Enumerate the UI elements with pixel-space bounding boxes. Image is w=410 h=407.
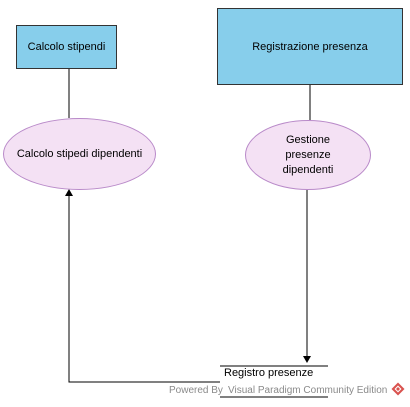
process-calcolo-stipedi-dipendenti-label: Calcolo stipedi dipendenti xyxy=(16,147,143,160)
entity-calcolo-stipendi-label: Calcolo stipendi xyxy=(27,41,106,53)
visual-paradigm-logo-icon xyxy=(391,382,405,396)
process-gestione-presenze-label-line1: Gestione presenze xyxy=(285,133,331,161)
footer-brand-text: Visual Paradigm Community Edition xyxy=(228,385,388,396)
entity-calcolo-stipendi[interactable]: Calcolo stipendi xyxy=(16,25,117,69)
entity-registrazione-presenza-label: Registrazione presenza xyxy=(252,40,368,53)
flow-registro-to-calcolo xyxy=(68,196,220,383)
process-calcolo-stipedi-dipendenti[interactable]: Calcolo stipedi dipendenti xyxy=(3,118,156,190)
process-gestione-presenze-label-line2: dipendenti xyxy=(282,163,334,176)
arrow-into-calcolo-dipendenti xyxy=(65,189,73,196)
arrow-into-registro xyxy=(303,356,311,363)
footer-powered-by: Powered By xyxy=(169,385,223,396)
data-store-registro-presenze[interactable]: Registro presenze xyxy=(224,367,313,379)
entity-registrazione-presenza[interactable]: Registrazione presenza xyxy=(217,8,403,85)
data-store-registro-presenze-label: Registro presenze xyxy=(224,367,314,379)
footer-brand: Visual Paradigm Community Edition xyxy=(228,385,387,396)
process-gestione-presenze-dipendenti[interactable]: Gestione presenze dipendenti xyxy=(245,120,371,190)
footer-powered-by-text: Powered By xyxy=(169,385,223,396)
